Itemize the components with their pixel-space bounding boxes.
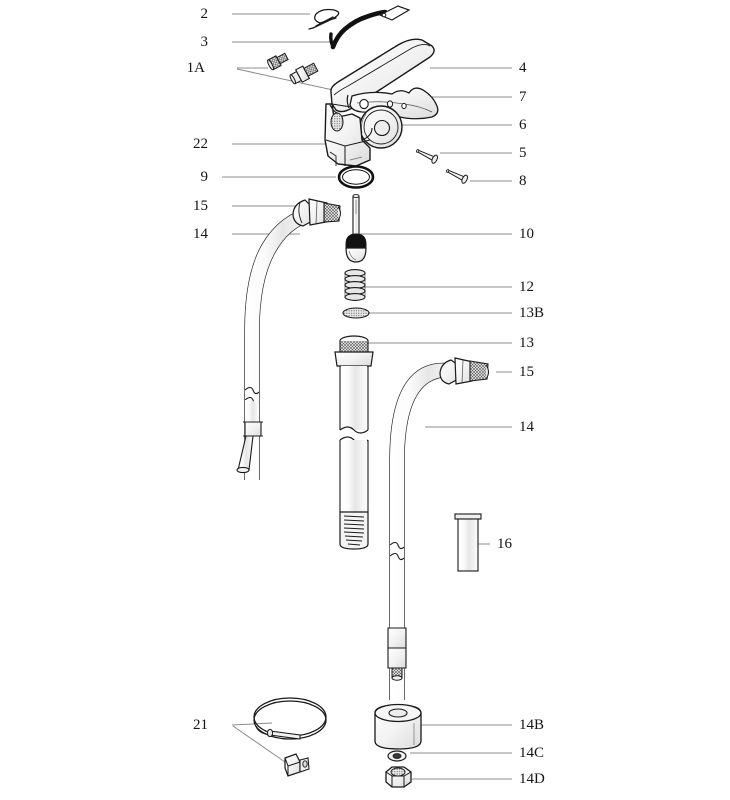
wand-nut-fitting-right [439,357,489,385]
part-trigger-lever [330,38,435,113]
leader-line-21 [231,722,273,726]
part-tip-washer [387,750,407,762]
leader-line-l21-b [232,725,286,763]
callout-number-13-extension-tube: 13 [519,335,534,351]
callout-number-13b-filter-screen-washer: 13B [519,305,545,321]
callout-number-14-curved-wand-right: 14 [519,419,534,435]
part-pivot-pin-upper [416,148,439,164]
part-pivot-pin-lower [446,168,469,184]
callout-number-2-cotter-lanyard-pin: 2 [200,6,209,22]
part-pivot-cap [359,105,403,149]
callout-number-12-compression-spring: 12 [519,279,534,295]
callout-number-14b-spray-tip-body: 14B [519,717,545,733]
part-sleeve-insert [454,513,482,572]
part-spray-tip-body [374,703,422,750]
callout-number-3-lanyard-cable-with-tag: 3 [200,34,209,50]
part-compression-spring [344,269,366,301]
part-threaded-fitting-a [267,52,289,71]
callout-number-5-pivot-pin-upper: 5 [519,145,527,161]
callout-number-1a-threaded-fitting: 1A [186,60,205,76]
callout-number-4-trigger-lever: 4 [519,60,527,76]
part-curved-wand-right [387,357,489,700]
callout-number-15-wand-nut-fitting-right: 15 [519,364,534,380]
callout-number-9-o-ring: 9 [200,169,209,185]
part-clamp-screw-housing [284,753,310,777]
callout-number-16-sleeve-insert: 16 [497,536,512,552]
part-threaded-fitting-b [289,62,319,85]
part-lanyard-cable [329,5,411,50]
part-cotter-lanyard-pin [308,8,340,30]
callout-number-14-curved-wand-left: 14 [193,226,208,242]
part-hex-nut [385,766,412,788]
callout-number-14c-tip-washer: 14C [519,745,545,761]
part-extension-tube [334,335,374,550]
callout-number-6-pivot-cap: 6 [519,117,527,133]
callout-number-21-hose-clamp: 21 [193,717,208,733]
part-filter-screen-washer [342,307,370,319]
callout-number-10-valve-stem: 10 [519,226,534,242]
part-o-ring [337,165,375,189]
part-valve-body [324,103,373,167]
callout-number-7-trigger-guard: 7 [519,89,527,105]
part-curved-wand-left [236,198,341,480]
callout-number-14d-hex-nut: 14D [519,771,545,787]
part-hose-clamp [253,697,327,740]
wand-nut-fitting-left [292,198,341,227]
part-valve-stem [345,194,367,263]
callout-number-8-pivot-pin-lower: 8 [519,173,527,189]
callout-number-15-wand-nut-fitting-left: 15 [193,198,208,214]
callout-number-22-valve-body: 22 [193,136,208,152]
leader-lines-group [222,13,512,780]
